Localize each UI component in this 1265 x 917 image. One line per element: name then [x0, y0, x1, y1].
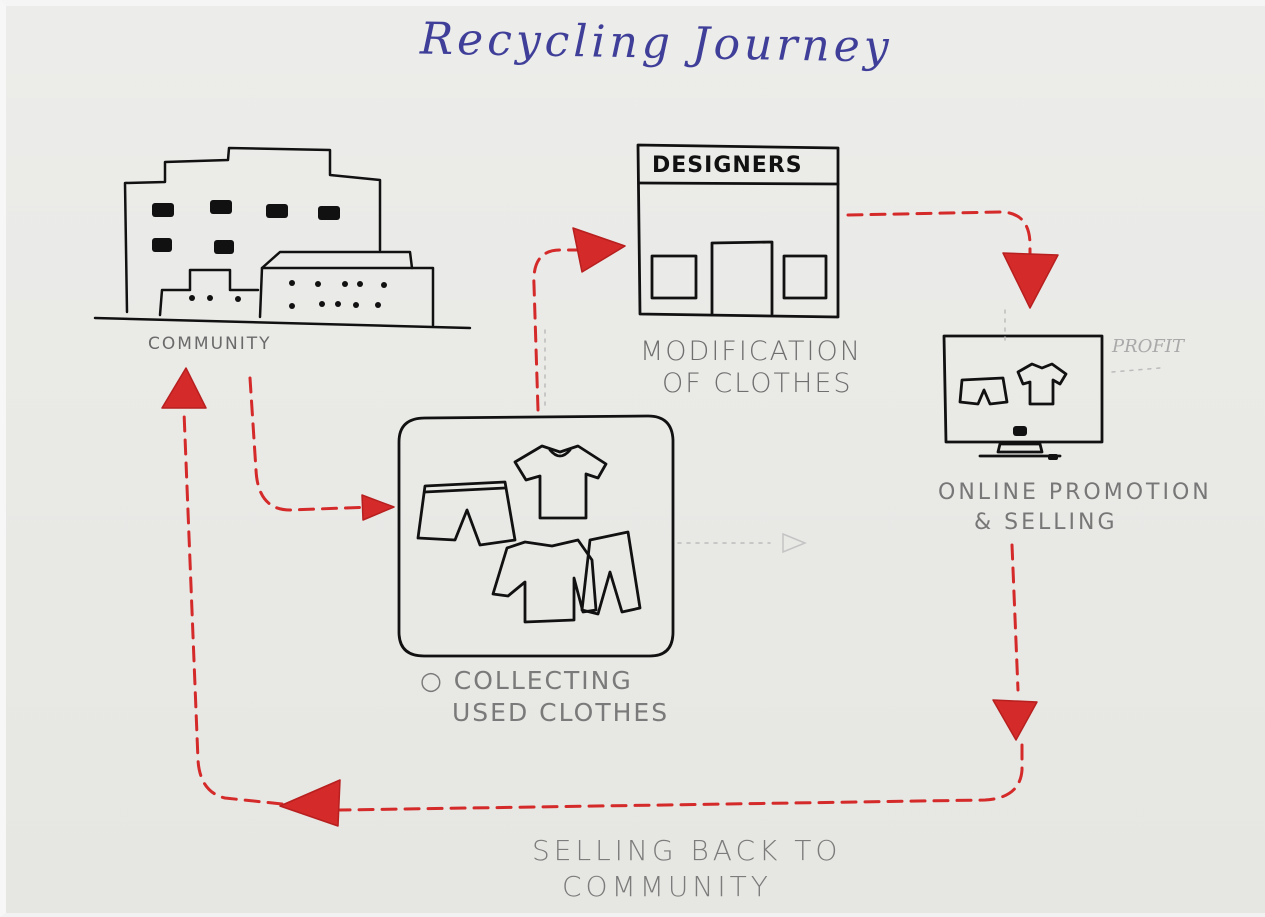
collecting-label: ○ COLLECTING USED CLOTHES — [420, 666, 669, 728]
arrowhead-down-icon — [992, 699, 1038, 741]
selling-back-label: SELLING BACK TO COMMUNITY — [532, 834, 841, 903]
used-clothes-box-icon — [397, 414, 675, 658]
selling-back-label-line1: SELLING BACK TO — [532, 834, 842, 867]
modification-label-line1: MODIFICATION — [640, 336, 862, 367]
flow-arrows — [182, 210, 1032, 812]
profit-note: Profit — [1112, 336, 1185, 357]
collecting-label-line1: ○ COLLECTING — [420, 666, 633, 695]
faint-pencil-marks — [544, 309, 1161, 544]
community-label: COMMUNITY — [148, 334, 272, 354]
monitor-base-ink — [1013, 426, 1058, 460]
community-buildings-icon — [93, 146, 472, 330]
arrow-collecting-to-designers — [532, 248, 587, 412]
arrowhead-down-icon — [1002, 252, 1059, 309]
arrow-online-down — [1010, 543, 1020, 692]
computer-monitor-icon — [942, 334, 1104, 458]
red-arrow-heads — [161, 227, 1059, 827]
selling-back-label-line2: COMMUNITY — [562, 869, 772, 903]
faint-arrow-head — [782, 532, 807, 554]
designers-sign-text: DESIGNERS — [652, 153, 803, 178]
online-label: ONLINE PROMOTION & SELLING — [938, 480, 1212, 537]
building-windows — [152, 200, 387, 309]
collecting-label-line2: USED CLOTHES — [452, 698, 670, 727]
designers-shop-icon — [636, 143, 840, 319]
online-label-line2: & SELLING — [974, 510, 1118, 536]
arrowhead-left-icon — [279, 779, 341, 827]
arrow-back-to-community — [182, 410, 284, 806]
arrowhead-right-icon — [572, 227, 626, 273]
online-label-line1: ONLINE PROMOTION — [938, 480, 1212, 505]
modification-label-line2: OF CLOTHES — [662, 368, 853, 400]
arrowhead-up-icon — [161, 367, 207, 409]
arrow-designers-to-online — [846, 210, 1032, 264]
modification-label: MODIFICATION OF CLOTHES — [640, 336, 862, 401]
arrow-community-to-collecting — [248, 376, 374, 512]
arrow-selling-back — [338, 743, 1024, 812]
arrowhead-right-icon — [361, 494, 395, 521]
